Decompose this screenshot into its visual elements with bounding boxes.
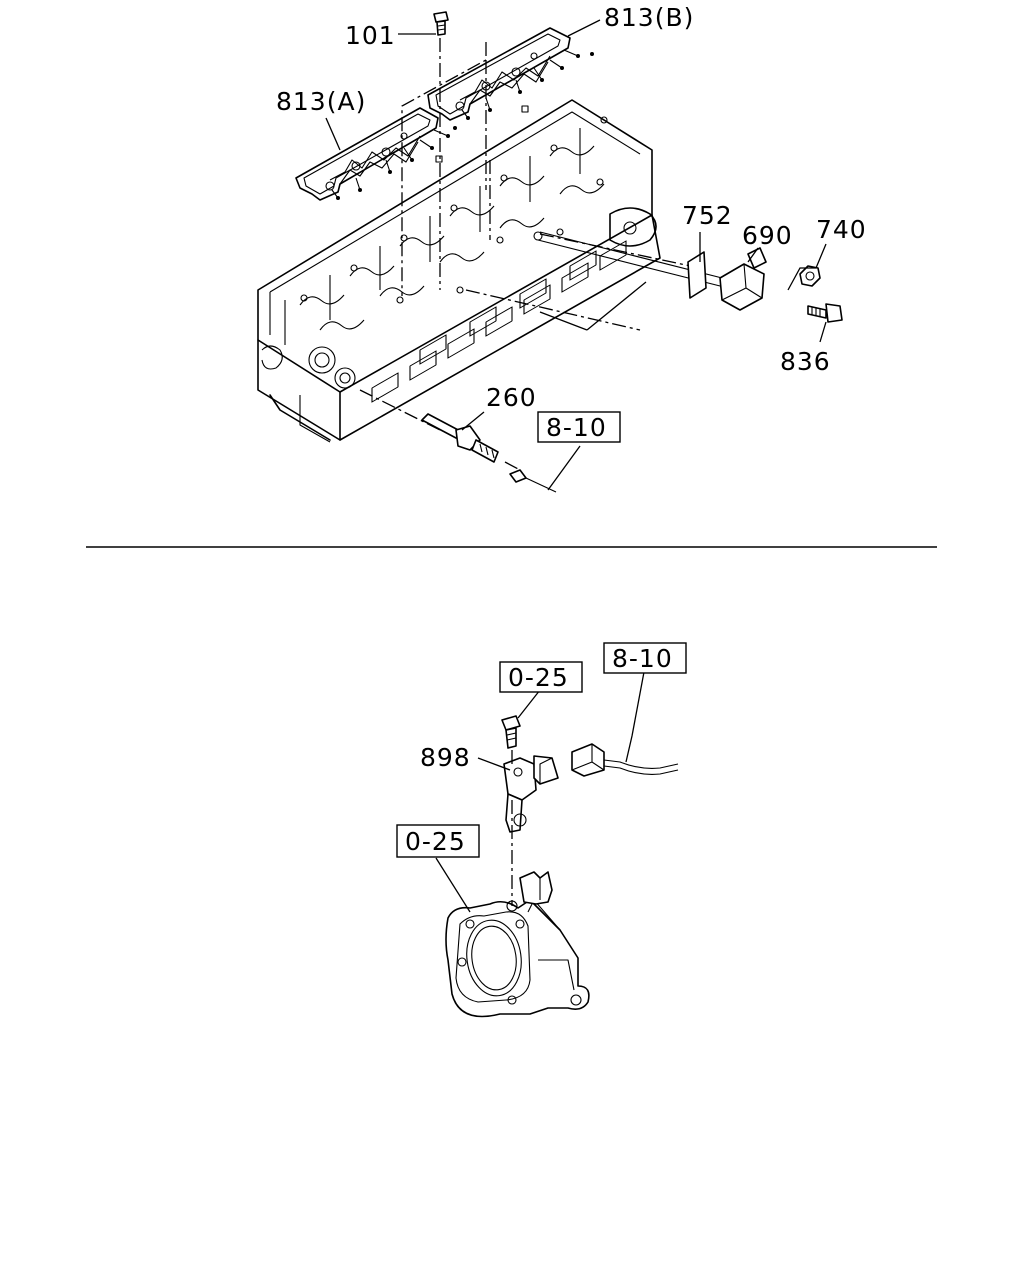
reference-0-25-bolt: 0-25 xyxy=(508,663,569,692)
leader-lines-bottom xyxy=(435,671,645,913)
bolt-836 xyxy=(807,303,843,323)
reference-box-0-25-housing xyxy=(396,824,480,858)
sensor-260 xyxy=(421,413,499,463)
cylinder-head xyxy=(257,99,661,443)
callout-813a: 813(A) xyxy=(276,87,366,116)
reference-0-25-housing: 0-25 xyxy=(405,827,466,856)
callout-813b: 813(B) xyxy=(604,3,694,32)
bolt-0-25 xyxy=(501,715,521,749)
callout-740: 740 xyxy=(816,215,867,244)
bottom-assembly: 0-25 8-10 898 0-25 xyxy=(396,642,687,1018)
harness-gasket-813b xyxy=(427,27,594,121)
thermostat-housing xyxy=(445,871,590,1018)
callout-690: 690 xyxy=(742,221,793,250)
harness-connector-bottom xyxy=(571,743,679,777)
harness-gasket-813a xyxy=(295,107,457,201)
gasket-752 xyxy=(687,251,707,299)
reference-8-10-top: 8-10 xyxy=(546,413,607,442)
leader-lines-top xyxy=(325,19,827,491)
callout-752: 752 xyxy=(682,201,733,230)
bolt-101 xyxy=(433,11,449,36)
callout-101: 101 xyxy=(345,21,396,50)
sensor-690 xyxy=(719,247,767,311)
reference-box-8-10-top xyxy=(537,411,621,443)
callout-labels-top: 101 813(B) 813(A) 752 690 740 836 260 8-… xyxy=(276,3,867,443)
callout-836: 836 xyxy=(780,347,831,376)
harness-connector-top xyxy=(509,469,557,493)
reference-box-0-25-bolt xyxy=(499,661,583,693)
callout-260: 260 xyxy=(486,383,537,412)
callout-898: 898 xyxy=(420,743,471,772)
intake-ports xyxy=(371,240,627,403)
top-assembly: 101 813(B) 813(A) 752 690 740 836 260 8-… xyxy=(257,3,867,493)
reference-8-10-bottom: 8-10 xyxy=(612,644,673,673)
callout-labels-bottom: 0-25 8-10 898 0-25 xyxy=(396,642,687,858)
sensor-898 xyxy=(503,755,559,833)
alignment-lines-top xyxy=(359,38,701,471)
nut-740 xyxy=(799,265,821,287)
reference-box-8-10-bottom xyxy=(603,642,687,674)
